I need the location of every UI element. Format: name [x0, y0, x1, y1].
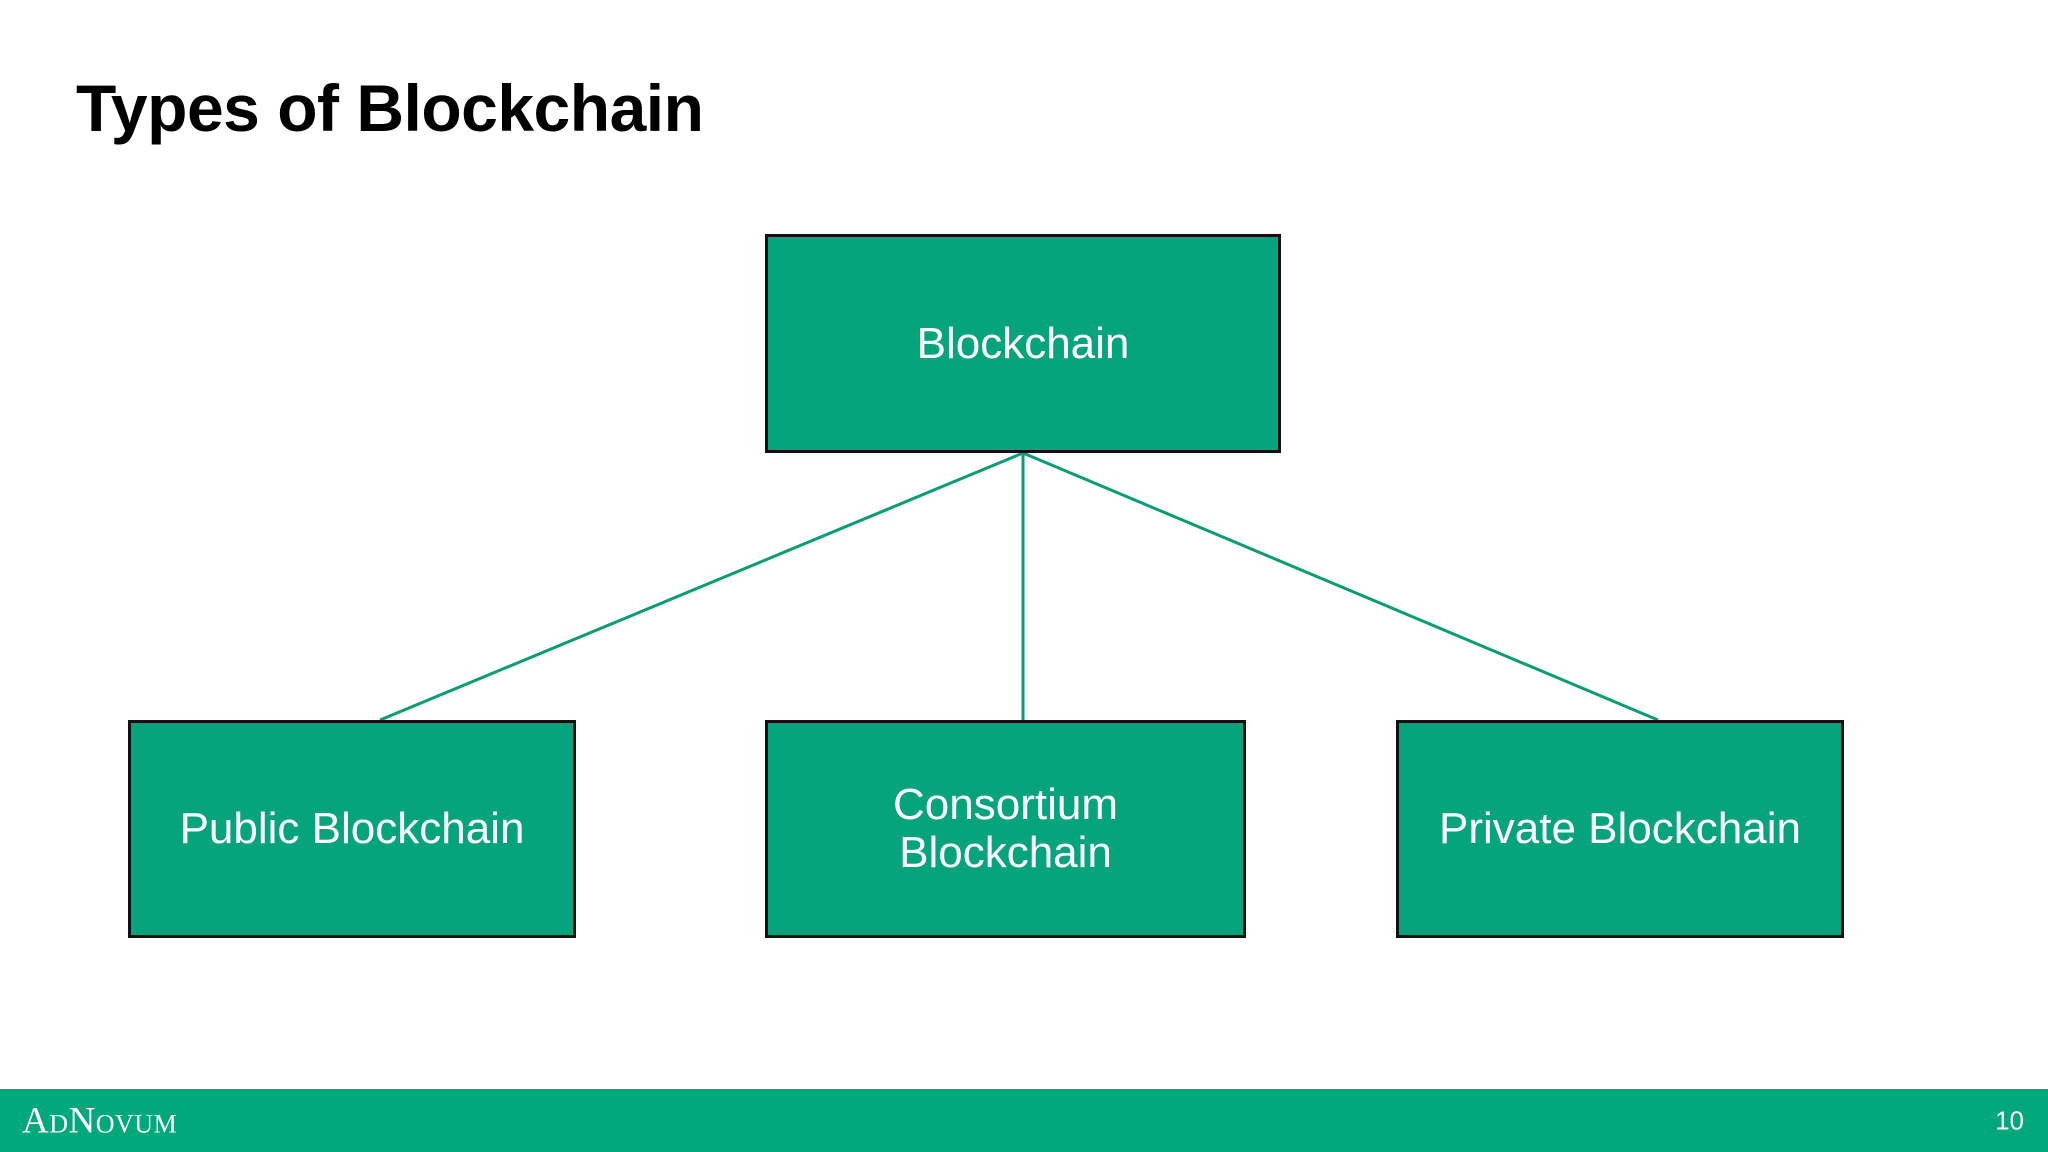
- connector-root-to-private: [1022, 451, 1659, 722]
- node-private-blockchain-label: Private Blockchain: [1439, 804, 1801, 854]
- adnovum-logo-a: A: [22, 1100, 50, 1141]
- node-blockchain-label: Blockchain: [916, 318, 1130, 368]
- page-number: 10: [1995, 1105, 2024, 1135]
- node-public-blockchain-label: Public Blockchain: [179, 804, 525, 854]
- adnovum-logo-n: N: [68, 1100, 96, 1141]
- node-public-blockchain[interactable]: Public Blockchain: [128, 720, 576, 938]
- adnovum-logo-ovum: OVUM: [95, 1109, 178, 1138]
- page-title: Types of Blockchain: [76, 71, 704, 145]
- node-blockchain[interactable]: Blockchain: [765, 234, 1281, 453]
- blockchain-types-diagram: Blockchain Public Blockchain Consortium …: [128, 234, 1844, 938]
- node-consortium-blockchain[interactable]: Consortium Blockchain: [765, 720, 1246, 938]
- node-consortium-blockchain-label: Consortium Blockchain: [893, 780, 1118, 877]
- adnovum-logo-d: D: [49, 1109, 69, 1138]
- connector-root-to-public: [379, 451, 1024, 722]
- node-private-blockchain[interactable]: Private Blockchain: [1396, 720, 1844, 938]
